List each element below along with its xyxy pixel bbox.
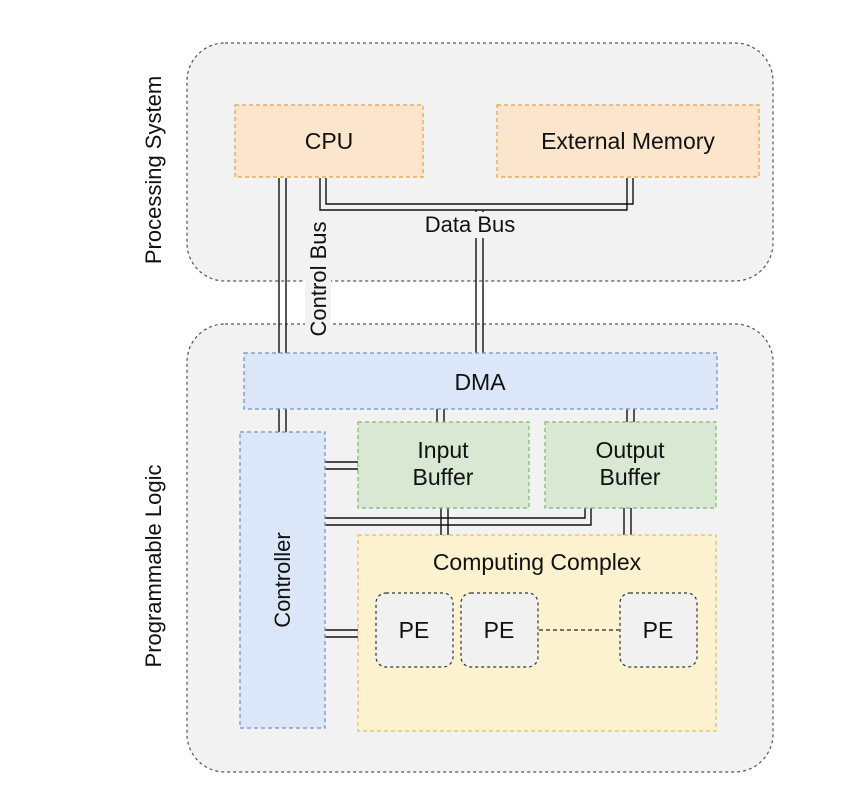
programmable-logic-label: Programmable Logic [141, 465, 166, 668]
external-memory-block [496, 104, 760, 178]
input-buffer-label-line1: Input [417, 437, 469, 463]
pe-label-1: PE [399, 617, 430, 643]
input-buffer-label-line2: Buffer [413, 464, 474, 490]
cpu-label: CPU [305, 128, 354, 154]
output-buffer-label-line1: Output [595, 437, 665, 463]
controller-block [239, 431, 326, 729]
external-memory-label: External Memory [541, 128, 715, 154]
processing-system-label: Processing System [141, 76, 166, 264]
bus-lines [278, 178, 635, 638]
computing-complex-label: Computing Complex [433, 549, 642, 575]
pe-block-2 [460, 592, 539, 668]
data-bus-label-bg [402, 212, 540, 238]
data-bus-label: Data Bus [425, 212, 516, 237]
dma-label: DMA [454, 369, 506, 395]
output-buffer-label-line2: Buffer [600, 464, 661, 490]
input-buffer-block [357, 421, 530, 509]
output-buffer-block [544, 421, 717, 509]
control-bus-label-bg [305, 212, 331, 344]
cpu-block [234, 104, 424, 178]
pe-label-2: PE [484, 617, 515, 643]
processing-system-group [186, 42, 774, 282]
controller-label: Controller [270, 532, 295, 627]
pe-label-3: PE [643, 617, 674, 643]
pe-block-1 [375, 592, 454, 668]
dma-block [243, 352, 718, 410]
pe-block-3 [619, 592, 698, 668]
control-bus-label: Control Bus [306, 222, 331, 337]
